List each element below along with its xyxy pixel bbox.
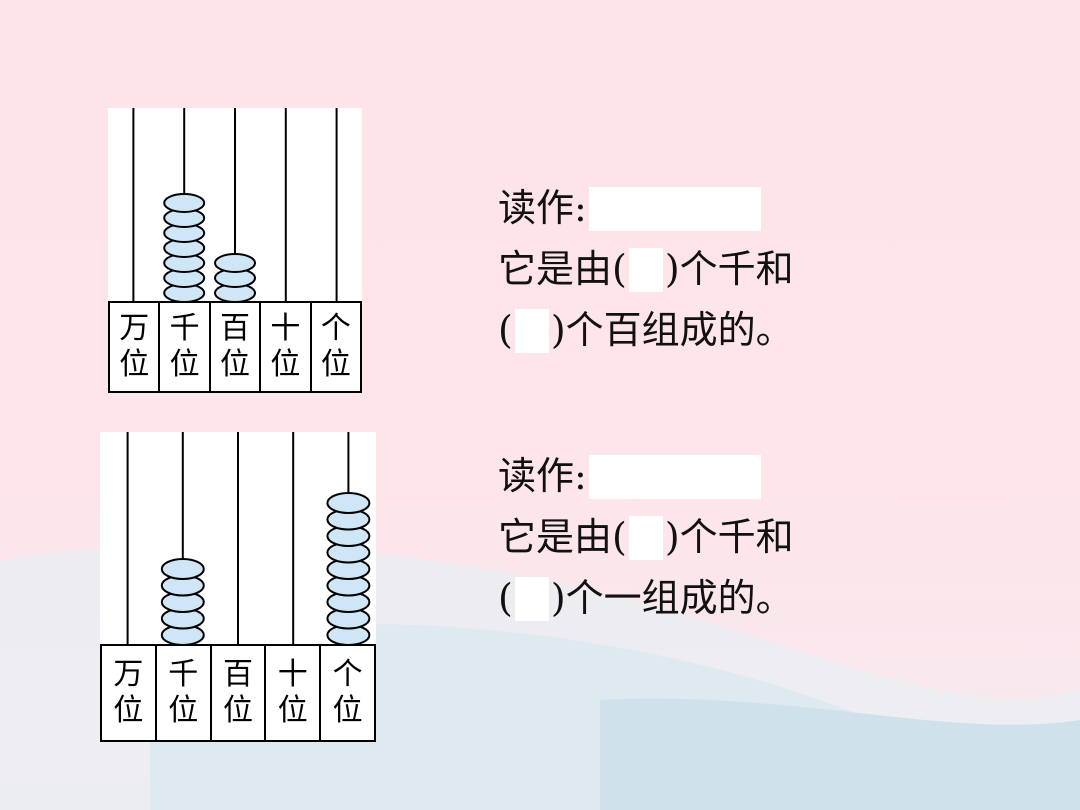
abacus-2-place-labels: 万位 千位 百位 十位 个位	[100, 644, 376, 742]
place-wan: 万位	[110, 303, 161, 391]
composition-line-2: ( )个百组成的。	[498, 300, 794, 361]
abacus-bead	[160, 558, 205, 580]
place-label-bottom: 位	[332, 693, 363, 728]
place-ge: 个位	[312, 303, 360, 391]
abacus-bead	[163, 193, 206, 213]
thousands-answer-blank[interactable]	[628, 247, 663, 292]
place-label-bottom: 位	[168, 693, 199, 728]
place-label-bottom: 位	[320, 347, 351, 382]
place-label-bottom: 位	[220, 347, 251, 382]
place-label-top: 百	[220, 311, 251, 346]
place-label-top: 十	[270, 311, 301, 346]
abacus-bead	[214, 253, 256, 273]
question-2: 读作: 它是由( )个千和 ( )个一组成的。	[498, 446, 794, 629]
place-label-top: 万	[113, 657, 144, 692]
read-as-line: 读作:	[498, 446, 794, 507]
place-label-top: 百	[222, 657, 253, 692]
read-as-label: 读作:	[498, 186, 587, 230]
question-1: 读作: 它是由( )个千和 ( )个百组成的。	[498, 178, 794, 361]
composition-line-2: ( )个一组成的。	[498, 568, 794, 629]
ones-answer-blank[interactable]	[514, 576, 549, 621]
place-wan: 万位	[102, 646, 157, 740]
read-as-answer-blank[interactable]	[588, 454, 761, 499]
read-as-line: 读作:	[498, 178, 794, 239]
place-qian: 千位	[160, 303, 211, 391]
read-as-label: 读作:	[498, 454, 587, 498]
place-ge: 个位	[321, 646, 374, 740]
place-label-bottom: 位	[113, 693, 144, 728]
thousands-answer-blank[interactable]	[628, 515, 663, 560]
place-shi: 十位	[266, 646, 322, 740]
abacus-1-place-labels: 万位 千位 百位 十位 个位	[108, 301, 362, 393]
place-label-top: 个	[320, 311, 351, 346]
composition-text-c: (	[498, 576, 513, 620]
composition-text-d: )个百组成的。	[550, 308, 794, 352]
hundreds-answer-blank[interactable]	[514, 308, 549, 353]
place-label-bottom: 位	[270, 347, 301, 382]
read-as-answer-blank[interactable]	[588, 186, 761, 231]
abacus-2-rods	[126, 432, 371, 646]
place-label-bottom: 位	[119, 347, 150, 382]
place-shi: 十位	[261, 303, 312, 391]
composition-line-1: 它是由( )个千和	[498, 239, 794, 300]
composition-text-a: 它是由(	[498, 247, 627, 291]
place-label-top: 万	[119, 311, 150, 346]
place-qian: 千位	[157, 646, 212, 740]
abacus-1-rods	[132, 108, 338, 303]
abacus-1: 万位 千位 百位 十位 个位	[108, 108, 362, 393]
place-label-top: 十	[277, 657, 308, 692]
place-bai: 百位	[211, 303, 262, 391]
abacus-bead	[326, 492, 371, 514]
abacus-2: 万位 千位 百位 十位 个位	[100, 432, 376, 742]
composition-text-c: (	[498, 308, 513, 352]
composition-text-d: )个一组成的。	[550, 576, 794, 620]
place-label-top: 千	[168, 657, 199, 692]
place-label-bottom: 位	[277, 693, 308, 728]
place-label-bottom: 位	[222, 693, 253, 728]
composition-text-b: )个千和	[664, 515, 794, 559]
composition-text-b: )个千和	[664, 247, 794, 291]
place-bai: 百位	[212, 646, 267, 740]
place-label-top: 个	[332, 657, 363, 692]
place-label-bottom: 位	[169, 347, 200, 382]
composition-line-1: 它是由( )个千和	[498, 507, 794, 568]
place-label-top: 千	[169, 311, 200, 346]
composition-text-a: 它是由(	[498, 515, 627, 559]
